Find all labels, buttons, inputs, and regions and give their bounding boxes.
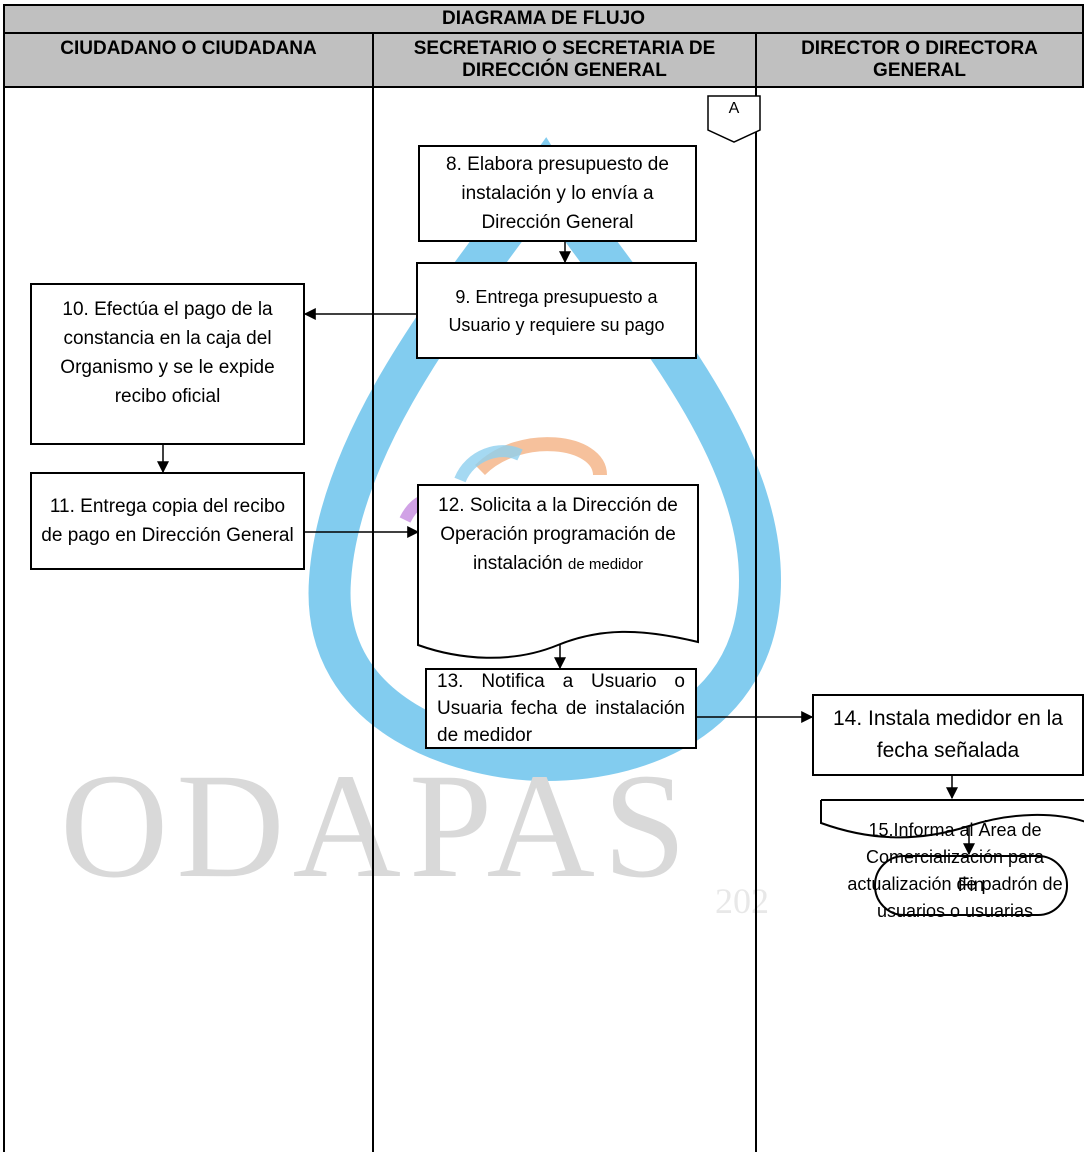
lane-border-left [3,88,5,1152]
step-10-box: 10. Efectúa el pago de la constancia en … [30,283,305,445]
step-13-box: 13. Notifica a Usuario o Usuaria fecha d… [425,668,697,749]
step-8-box: 8. Elabora presupuesto de instalación y … [418,145,697,242]
ring-blue-watermark [454,445,523,483]
fin-label: Fin [957,874,985,896]
watermark-year: 202 [715,881,769,921]
connector-a-label: A [728,100,740,117]
lane-header-ciudadano: CIUDADANO O CIUDADANA [3,32,374,88]
ring-orange-watermark [475,437,607,477]
document-shape-15-final [821,800,1084,818]
lane-divider-2 [755,88,757,1152]
step-9-box: 9. Entrega presupuesto a Usuario y requi… [416,262,697,359]
diagram-title: DIAGRAMA DE FLUJO [3,4,1084,34]
lane-header-secretario: SECRETARIO O SECRETARIA DE DIRECCIÓN GEN… [372,32,757,88]
step-12-main: 12. Solicita a la Dirección de Operación… [438,495,678,574]
step-12-tail: de medidor [568,556,644,573]
step-12-text: 12. Solicita a la Dirección de Operación… [422,491,694,579]
step-15-text: 15.Informa al Área de Comercialización p… [847,820,1063,921]
step-11-box: 11. Entrega copia del recibo de pago en … [30,472,305,570]
lane-divider-1 [372,88,374,1152]
step-14-box: 14. Instala medidor en la fecha señalada [812,694,1084,776]
lane-header-director: DIRECTOR O DIRECTORA GENERAL [755,32,1084,88]
document-shape-15-visible [821,800,1084,818]
watermark-text: ODAPAS [60,743,695,909]
